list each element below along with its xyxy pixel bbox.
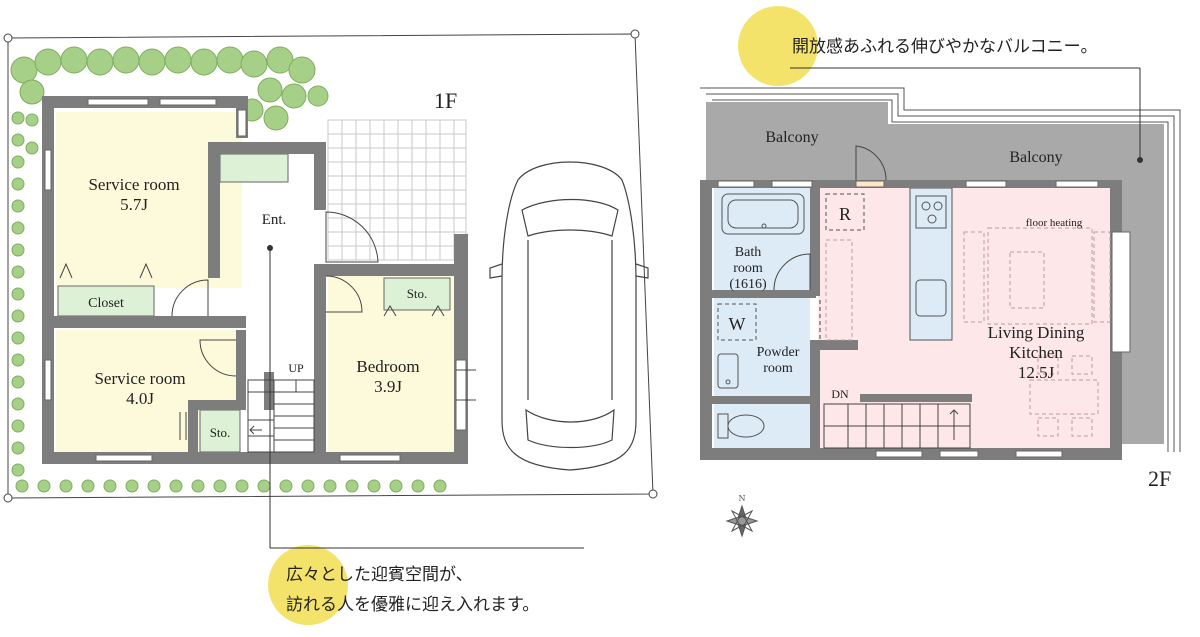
balcony-rails: [700, 87, 1181, 452]
powder-room-line1: Powder: [757, 345, 800, 360]
bedroom-size: 3.9J: [374, 377, 402, 396]
fridge-mark: R: [839, 204, 851, 224]
storage-small-label: Sto.: [210, 425, 231, 440]
toilet-area: [714, 404, 810, 448]
site-boundary: [3, 29, 658, 503]
furniture-outline: [825, 227, 1111, 437]
washer-box: [717, 193, 865, 341]
windows-1f: [44, 98, 467, 462]
tree-icon: [10, 46, 329, 131]
callout-leader-2f: [790, 67, 1143, 163]
bedroom-name: Bedroom: [356, 357, 419, 376]
callout-highlight-2f: [738, 6, 818, 86]
sto-bedroom-area: [383, 277, 451, 311]
service-room-b-name: Service room: [94, 369, 185, 388]
callout-leader-1f: [267, 245, 584, 549]
callout-2f-text: 開放感あふれる伸びやかなバルコニー。: [792, 37, 1098, 57]
floor-2-plan: Balcony Balcony R W Bath room (1616) Pow…: [700, 6, 1181, 538]
parking-tiles: [327, 119, 467, 261]
compass-icon: N: [725, 494, 759, 538]
balcony-right-label: Balcony: [1009, 149, 1062, 166]
washer-mark: W: [729, 314, 746, 334]
walls-2f: [700, 180, 1122, 460]
stairs-2f: [823, 403, 971, 449]
car-icon: [489, 161, 649, 471]
tree-icon: [11, 111, 447, 493]
floor-heating-label: floor heating: [1026, 217, 1083, 229]
closet-area: [57, 285, 155, 317]
svg-text:N: N: [739, 494, 746, 503]
ldk-size: 12.5J: [1018, 363, 1055, 382]
bathroom-line1: Bath: [735, 245, 761, 260]
stairs-1f: [247, 379, 315, 453]
toilet-icon: [717, 413, 765, 439]
stair-down-label: DN: [831, 387, 849, 401]
closet-label: Closet: [88, 296, 124, 311]
door-swing-icon: [171, 211, 476, 440]
entrance-label: Ent.: [262, 212, 287, 228]
floor-2-label: 2F: [1148, 466, 1171, 491]
callout-1f-line2: 訪れる人を優雅に迎え入れます。: [286, 595, 539, 615]
stair-up-label: UP: [288, 361, 304, 375]
sink-icon: [717, 353, 739, 389]
floor-1-plan: 1F Service room 5.7J Closet Service room…: [3, 29, 658, 625]
service-room-a-size: 5.7J: [120, 195, 148, 214]
bathroom-line2: room: [733, 261, 763, 276]
balcony-area: [706, 102, 1164, 444]
ldk-line2: Kitchen: [1009, 343, 1063, 362]
ldk-line1: Living Dining: [988, 323, 1085, 342]
service-room-b-size: 4.0J: [126, 389, 154, 408]
sto-small-area: [199, 409, 241, 453]
powder-room-line2: room: [763, 361, 793, 376]
storage-bedroom-label: Sto.: [407, 286, 428, 301]
windows-2f: [717, 180, 1131, 458]
bathtub-icon: [721, 193, 805, 235]
balcony-left-label: Balcony: [765, 129, 818, 146]
stove-icon: [915, 195, 947, 317]
door-swing-icon: [773, 145, 887, 340]
service-room-a-name: Service room: [88, 175, 179, 194]
entrance-shoebox: [219, 153, 289, 183]
callout-1f-line1: 広々とした迎賓空間が、: [286, 565, 473, 585]
floor-1-label: 1F: [434, 88, 457, 113]
callout-highlight-1f: [268, 545, 348, 625]
bathroom-line3: (1616): [729, 277, 767, 292]
